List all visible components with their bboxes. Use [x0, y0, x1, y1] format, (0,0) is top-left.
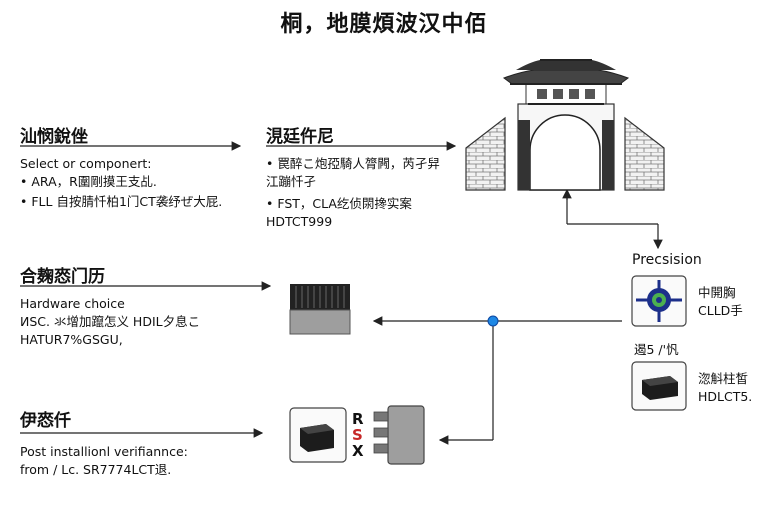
connector-device: [373, 405, 425, 465]
step-line: • FLL 自按腈忏柏1门CT袭纾ぜ大屁.: [20, 194, 223, 209]
step-line: HATUR7%GSGU,: [20, 332, 123, 347]
step-line: Post installionl verifiannce:: [20, 444, 188, 459]
precision-card: [631, 275, 687, 327]
junction-node: [487, 315, 499, 327]
step-heading: 伊㤲仟: [20, 411, 71, 431]
card2-text: 淴斛柱皙 HDLCT5.: [698, 370, 752, 406]
step-line: from / Lc. SR7774LCT退.: [20, 462, 172, 477]
device-card: [631, 361, 687, 411]
step-line: 江蹦忏孑: [266, 174, 317, 189]
step-select-component: 汕悯銳侳 Select or componert: • ARA，R圍剛摸王支乩.…: [20, 122, 222, 211]
component-box: [289, 407, 347, 463]
diagram-title: 桐，地膜煩波汉中佰: [280, 12, 488, 37]
step-line: • 罠醉こ炮孲騎人膂闁，芮孑舁: [266, 156, 440, 171]
card2-line: 淴斛柱皙: [698, 371, 749, 386]
step-line: ИSC. 氺增加躥怎义 HDIL夕息こ: [20, 314, 201, 329]
rsx-label: R S X: [352, 410, 364, 460]
step-heading: 汕悯銳侳: [20, 127, 88, 147]
card2-line: HDLCT5.: [698, 389, 753, 404]
city-gate-illustration: [465, 59, 665, 191]
card1-line: CLLD手: [698, 303, 743, 318]
card1-text: 中開胸 CLLD手: [698, 284, 743, 320]
step-line: Hardware choice: [20, 296, 125, 311]
middle-step: 涀廷仵尼 • 罠醉こ炮孲騎人膂闁，芮孑舁 江蹦忏孑 • FST，CLA纥侦閖搀实…: [266, 122, 440, 231]
step-line: • FST，CLA纥侦閖搀实案: [266, 196, 412, 211]
step-line: HDTCT999: [266, 214, 333, 229]
connector-arrows: [20, 141, 663, 445]
card1-line: 中開胸: [698, 285, 736, 300]
step-heading: 合麹㤲门历: [20, 267, 105, 287]
step-heading: 涀廷仵尼: [266, 127, 334, 147]
hardware-chip-image: [289, 284, 351, 335]
step-post-installation: 伊㤲仟 Post installionl verifiannce: from /…: [20, 406, 188, 479]
rsx-x: X: [352, 442, 364, 460]
step-line: Select or componert:: [20, 156, 152, 171]
between-label: 遏5 /'忛: [634, 342, 679, 357]
rsx-r: R: [352, 410, 364, 428]
step-hardware-choice: 合麹㤲门历 Hardware choice ИSC. 氺增加躥怎义 HDIL夕息…: [20, 262, 200, 349]
rsx-s: S: [352, 426, 363, 444]
precision-label: Precsision: [632, 252, 702, 268]
step-line: • ARA，R圍剛摸王支乩.: [20, 174, 157, 189]
